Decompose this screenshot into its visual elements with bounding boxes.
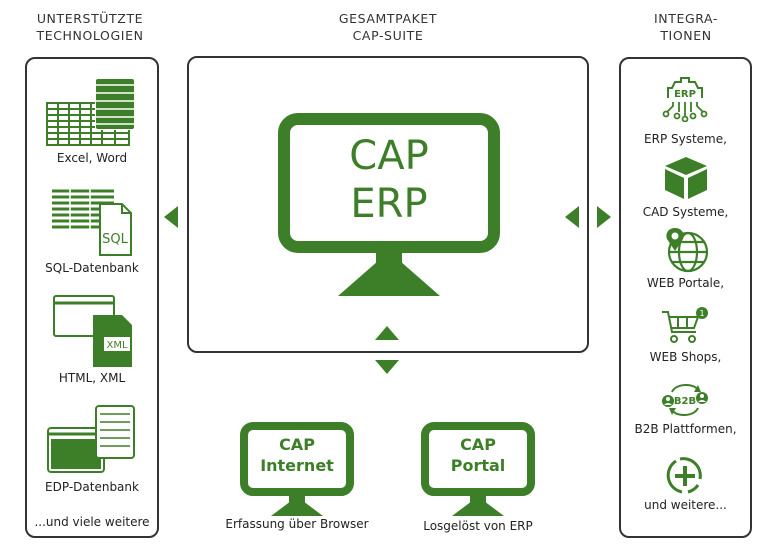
technology-label: SQL-Datenbank <box>45 261 139 275</box>
erp-badge: ERP <box>674 89 696 100</box>
technology-label: Excel, Word <box>56 151 128 165</box>
integration-label: WEB Portale, <box>646 276 725 290</box>
arrow-right-icon <box>597 206 611 228</box>
sub-product-name: CAP Internet <box>244 434 350 476</box>
edp-database-icon <box>47 405 135 473</box>
html-xml-icon: XML <box>53 295 132 367</box>
arrow-up-icon <box>375 326 399 340</box>
xml-badge: XML <box>106 340 127 351</box>
technology-label: HTML, XML <box>58 371 126 385</box>
monitor-icon <box>240 422 354 516</box>
sub-product-caption: Losgelöst von ERP <box>423 519 533 533</box>
arrow-down-icon <box>375 360 399 374</box>
sub-product-caption: Erfassung über Browser <box>225 517 369 531</box>
heading-technologies: UNTERSTÜTZTE TECHNOLOGIEN <box>20 10 160 44</box>
sql-badge: SQL <box>102 232 128 247</box>
technology-label: EDP-Datenbank <box>45 480 139 494</box>
b2b-badge: B2B <box>674 396 696 407</box>
product-line: Internet <box>260 456 334 475</box>
spreadsheet-document-icon <box>46 78 135 146</box>
arrow-left-icon <box>565 206 579 228</box>
integration-label: und weitere... <box>644 498 727 512</box>
arrow-left-icon <box>164 206 178 228</box>
product-line: ERP <box>350 181 428 227</box>
heading-integrations: INTEGRA- TIONEN <box>620 10 752 44</box>
shopping-cart-icon: 1 <box>662 307 708 343</box>
heading-line: CAP-SUITE <box>352 28 424 43</box>
product-line: CAP <box>349 133 429 179</box>
sql-database-icon: SQL <box>52 188 132 256</box>
cube-icon <box>665 157 707 199</box>
globe-location-icon <box>666 228 709 273</box>
integration-label: B2B Plattformen, <box>634 422 737 436</box>
integration-label: WEB Shops, <box>649 350 722 364</box>
heading-line: TIONEN <box>660 28 712 43</box>
monitor-icon <box>421 422 535 516</box>
integration-label: ERP Systeme, <box>644 132 727 146</box>
technology-label-more: ...und viele weitere <box>34 515 150 529</box>
plus-circle-icon <box>666 457 702 494</box>
integration-label: CAD Systeme, <box>642 205 729 219</box>
heading-line: INTEGRA- <box>653 11 719 26</box>
product-line: Portal <box>450 456 506 475</box>
sub-product-name: CAP Portal <box>425 434 531 476</box>
erp-gear-icon: ERP <box>662 77 708 122</box>
heading-line: GESAMTPAKET <box>338 11 438 26</box>
b2b-exchange-icon: B2B <box>662 384 708 416</box>
product-line: CAP <box>279 435 315 454</box>
heading-line: TECHNOLOGIEN <box>36 28 144 43</box>
product-line: CAP <box>460 435 496 454</box>
main-product-name: CAP ERP <box>288 132 490 228</box>
heading-line: UNTERSTÜTZTE <box>36 11 144 26</box>
cart-count-badge: 1 <box>699 309 704 318</box>
monitor-icon <box>278 113 500 296</box>
heading-cap-suite: GESAMTPAKET CAP-SUITE <box>290 10 486 44</box>
